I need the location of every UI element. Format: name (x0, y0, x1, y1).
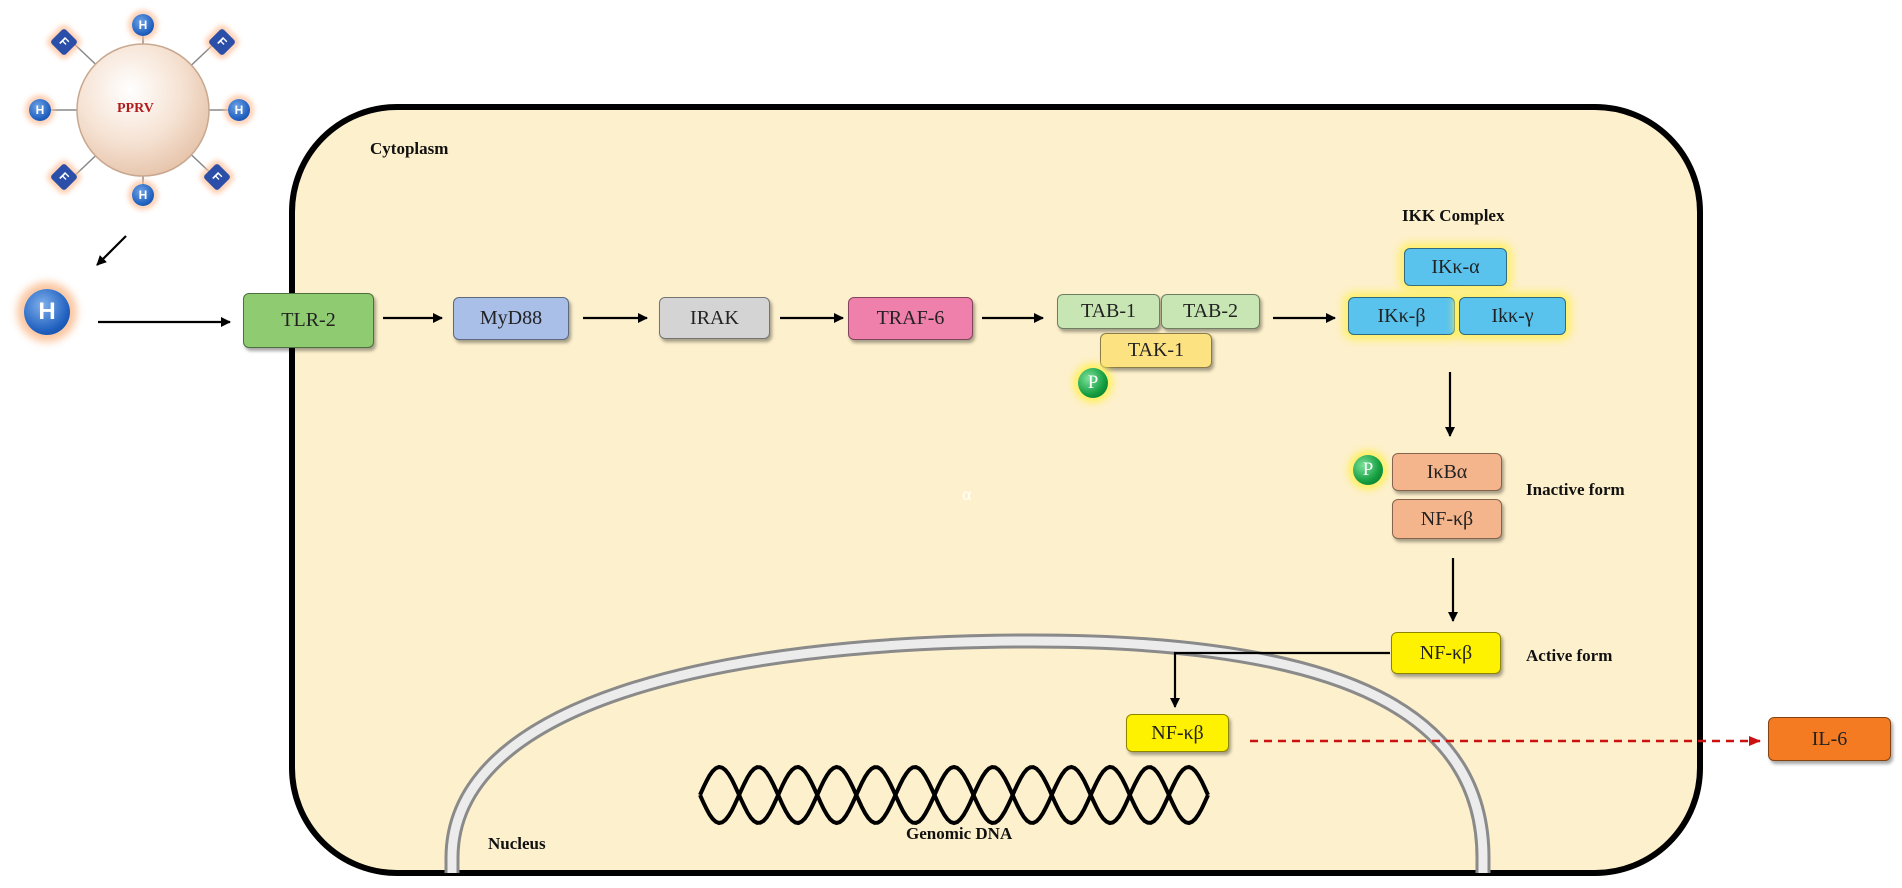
node-il6: IL-6 (1768, 717, 1891, 761)
virus-envelope (76, 43, 210, 177)
node-ikk-alpha: IKκ-α (1404, 248, 1507, 286)
node-ikba: IκBα (1392, 453, 1502, 491)
node-tab1: TAB-1 (1057, 294, 1160, 329)
label-virus: PPRV (117, 101, 154, 116)
node-ikk-gamma: Ikκ-γ (1459, 297, 1566, 335)
label-active-form: Active form (1526, 646, 1613, 665)
arrow-active-to-nucleus (1170, 651, 1390, 708)
node-traf6: TRAF-6 (848, 297, 973, 340)
node-nfkb-inactive: NF-κβ (1392, 499, 1502, 539)
label-inactive-form: Inactive form (1526, 480, 1625, 499)
node-nfkb-nuclear: NF-κβ (1126, 714, 1229, 752)
label-nucleus: Nucleus (488, 834, 546, 853)
hemagglutinin-icon: H (132, 184, 154, 206)
label-cytoplasm: Cytoplasm (370, 139, 449, 158)
dna-strand-a (698, 764, 1210, 826)
hemagglutinin-icon: H (29, 99, 51, 121)
node-irak: IRAK (659, 297, 770, 339)
node-tab2: TAB-2 (1161, 294, 1260, 329)
node-ikk-beta: IKκ-β (1348, 297, 1455, 335)
label-ikk-complex: IKK Complex (1402, 206, 1505, 225)
arrow-virus-to-h (96, 235, 127, 266)
phosphate-tak1-icon: P (1078, 368, 1108, 398)
label-stray-alpha: α (962, 484, 972, 504)
h-ligand: H (24, 289, 70, 335)
nucleus-envelope-inner (447, 636, 1488, 873)
phosphate-ikba-icon: P (1353, 455, 1383, 485)
label-genomic-dna: Genomic DNA (906, 824, 1013, 843)
hemagglutinin-icon: H (132, 14, 154, 36)
virus-particle (40, 25, 250, 196)
node-nfkb-active: NF-κβ (1391, 632, 1501, 674)
dna-strand-b (698, 764, 1210, 826)
hemagglutinin-icon: H (228, 99, 250, 121)
node-myd88: MyD88 (453, 297, 569, 340)
node-tlr2: TLR-2 (243, 293, 374, 348)
node-tak1: TAK-1 (1100, 333, 1212, 368)
